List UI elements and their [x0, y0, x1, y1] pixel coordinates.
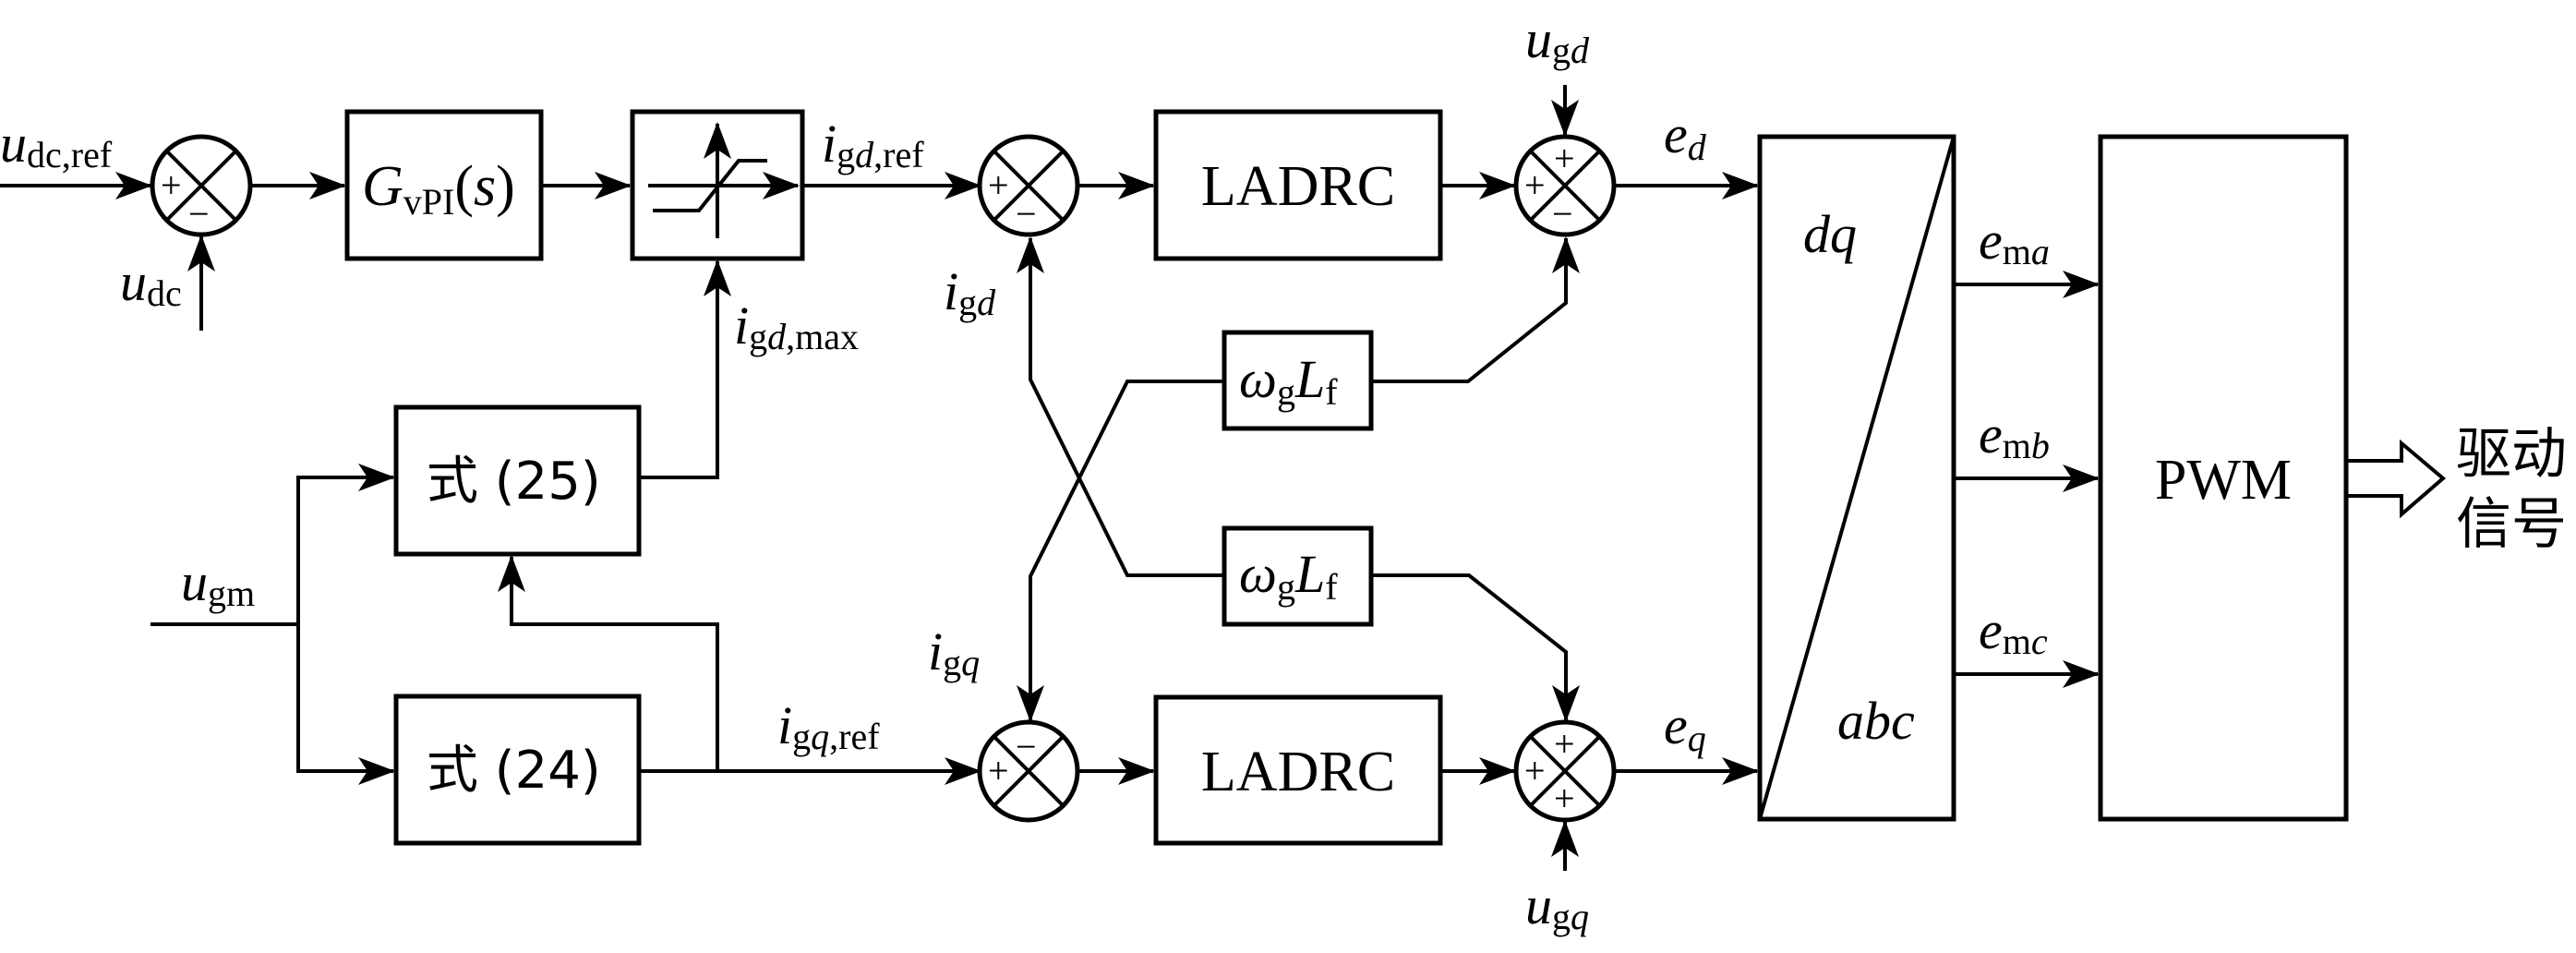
eq24-block: 式 (24) [393, 694, 642, 846]
gvpi-block: GvPI(s) [344, 109, 544, 261]
pwm-block: PWM [2098, 134, 2349, 822]
label-udc-ref: udc,ref [0, 114, 113, 175]
svg-text:PWM: PWM [2155, 449, 2292, 512]
omega-l-bottom-to-s5-line [1371, 573, 1580, 722]
summer-3-left-plus-sign: + [1524, 164, 1546, 206]
igd-max-line [639, 259, 731, 479]
transform-diagonal [1758, 136, 1956, 820]
summer-2-plus-sign: + [988, 164, 1009, 206]
ugm-to-eq25-line [296, 464, 395, 624]
svg-text:ωgLf: ωgLf [1239, 349, 1338, 413]
drive-signal-hollow-arrow-icon [2346, 439, 2447, 519]
svg-text:ωgLf: ωgLf [1239, 544, 1338, 608]
igd-feedback-line [1017, 236, 1224, 577]
omega-l-top-block: ωgLf [1222, 330, 1374, 431]
summer-5-top-plus-sign: + [1554, 723, 1575, 765]
label-emb: emb [1979, 404, 2050, 466]
svg-text:式 (24): 式 (24) [427, 741, 601, 801]
ladrc-d-block: LADRC [1153, 109, 1443, 261]
label-ugq: ugq [1525, 875, 1589, 937]
label-udc: udc [120, 252, 182, 314]
svg-text:dq: dq [1803, 204, 1857, 264]
label-ed: ed [1664, 104, 1707, 168]
summer-3-minus-sign: − [1552, 193, 1573, 235]
summer-1-minus-sign: − [188, 193, 210, 235]
summer-1: + − [150, 134, 253, 237]
summer-4-minus-sign: − [1016, 726, 1037, 767]
saturation-curve-icon [653, 159, 767, 212]
summer-4: − + [977, 719, 1080, 823]
label-igd-max: igd,max [734, 296, 859, 357]
label-igq: igq [928, 621, 980, 683]
omega-l-bottom-block: ωgLf [1222, 525, 1374, 627]
summer-5: + + + [1513, 719, 1617, 823]
label-igd-ref: igd,ref [822, 114, 924, 175]
ugm-to-eq24-line [296, 624, 395, 785]
summer-2: + − [977, 134, 1080, 237]
limiter-block [630, 109, 805, 261]
label-igq-ref: igq,ref [777, 695, 880, 757]
summer-4-plus-sign: + [988, 750, 1009, 791]
svg-text:abc: abc [1837, 691, 1915, 751]
label-ugm: ugm [181, 552, 255, 614]
drive-signal-label-line2: 信号 [2456, 492, 2567, 557]
summer-1-plus-sign: + [161, 164, 182, 206]
svg-text:LADRC: LADRC [1201, 741, 1395, 803]
svg-text:式 (25): 式 (25) [427, 452, 601, 512]
eq25-block: 式 (25) [393, 404, 642, 557]
summer-5-left-plus-sign: + [1524, 750, 1546, 791]
svg-text:GvPI(s): GvPI(s) [362, 155, 515, 223]
label-igd: igd [944, 261, 996, 323]
label-ugd: ugd [1525, 9, 1590, 71]
summer-3: + + − [1513, 134, 1617, 237]
svg-text:LADRC: LADRC [1201, 155, 1395, 218]
omega-l-top-to-s3-line [1371, 236, 1580, 383]
ladrc-q-block: LADRC [1153, 694, 1443, 846]
dq-abc-transform-block: dq abc [1757, 134, 1956, 822]
summer-2-minus-sign: − [1016, 193, 1037, 235]
summer-3-top-plus-sign: + [1554, 138, 1575, 179]
igq-feedback-line [1017, 380, 1224, 722]
label-emc: emc [1979, 600, 2048, 662]
label-ema: ema [1979, 211, 2050, 272]
igq-ref-to-eq25-line [498, 555, 719, 771]
summer-5-bottom-plus-sign: + [1554, 778, 1575, 819]
drive-signal-label-line1: 驱动 [2456, 422, 2567, 487]
label-eq: eq [1664, 695, 1706, 759]
